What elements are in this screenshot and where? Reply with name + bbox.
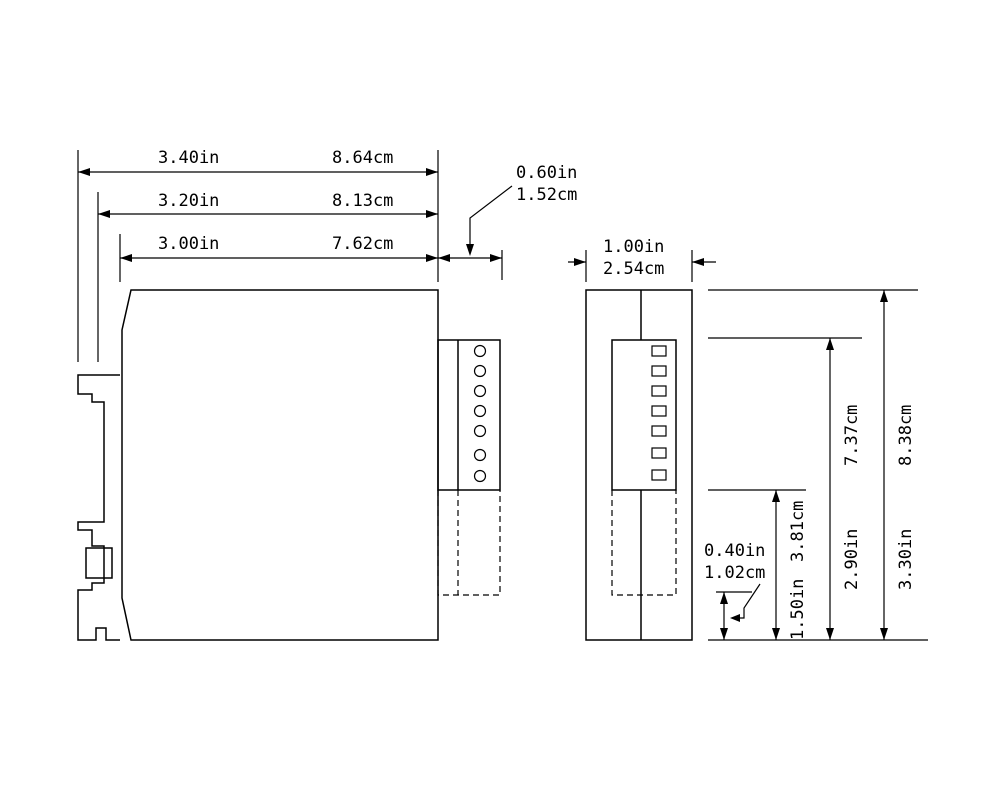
rail-width-in: 3.20in: [158, 191, 219, 211]
terminal-hole: [473, 384, 487, 398]
terminal-block: [437, 339, 501, 491]
front-view: 1.00in 2.54cm 3.30in 8.38cm 2.90in 7.37c…: [568, 237, 928, 641]
base-offset-in: 0.40in: [704, 541, 765, 561]
top-height-cm: 7.37cm: [842, 405, 862, 466]
terminal-hole: [473, 448, 487, 462]
body-width-cm: 7.62cm: [332, 234, 393, 254]
rail-width-cm: 8.13cm: [332, 191, 393, 211]
plug-outline-dashed: [437, 490, 501, 596]
bottom-height-in: 1.50in: [788, 579, 808, 640]
terminal-screw: [651, 425, 667, 437]
connector-depth-in: 0.60in: [516, 163, 577, 183]
terminal-hole: [473, 469, 487, 483]
terminal-screw: [651, 385, 667, 397]
body-width-in: 3.00in: [158, 234, 219, 254]
terminal-holes: [473, 344, 487, 483]
front-housing: [585, 289, 693, 641]
terminal-hole: [473, 364, 487, 378]
module-width-in: 1.00in: [603, 237, 664, 257]
overall-width-in: 3.40in: [158, 148, 219, 168]
terminal-screws: [651, 345, 667, 481]
terminal-hole: [473, 424, 487, 438]
terminal-screw: [651, 447, 667, 459]
terminal-screw: [651, 365, 667, 377]
front-plug-dashed: [611, 490, 677, 596]
din-rail-slot: [85, 547, 113, 579]
overall-width-cm: 8.64cm: [332, 148, 393, 168]
din-rail-clip: [77, 374, 120, 641]
module-width-cm: 2.54cm: [603, 259, 664, 279]
terminal-screw: [651, 469, 667, 481]
terminal-screw: [651, 405, 667, 417]
front-terminal-block: [611, 339, 677, 491]
overall-height-cm: 8.38cm: [896, 405, 916, 466]
terminal-hole: [473, 344, 487, 358]
terminal-screw: [651, 345, 667, 357]
terminal-hole: [473, 404, 487, 418]
connector-depth-cm: 1.52cm: [516, 185, 577, 205]
bottom-height-cm: 3.81cm: [788, 501, 808, 562]
overall-height-in: 3.30in: [896, 529, 916, 590]
top-height-in: 2.90in: [842, 529, 862, 590]
base-offset-cm: 1.02cm: [704, 563, 765, 583]
housing-body: [121, 289, 439, 641]
side-view: 3.40in 8.64cm 3.20in 8.13cm 3.00in 7.62c…: [77, 148, 577, 641]
